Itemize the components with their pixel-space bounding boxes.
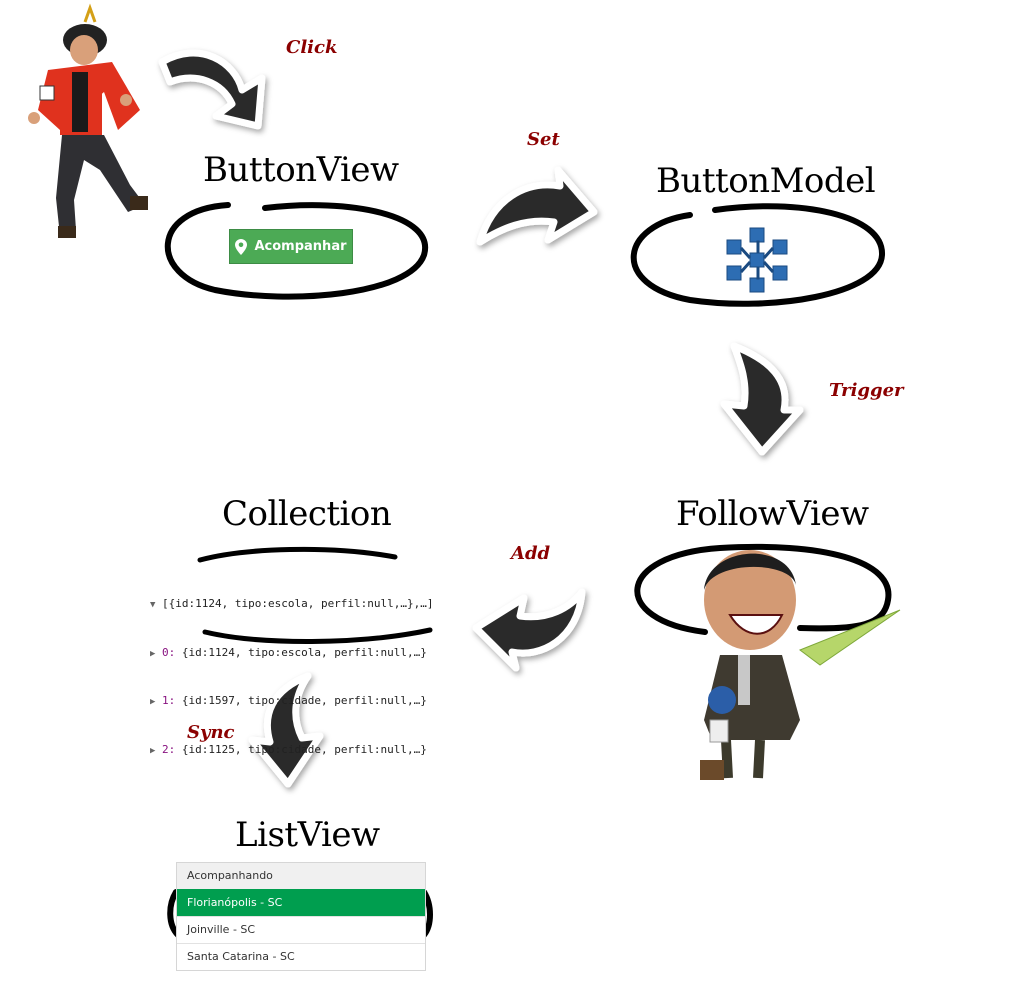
button-view-title: ButtonView xyxy=(203,150,399,190)
console-item-value: {id:1597, tipo:cidade, perfil:null,…} xyxy=(181,694,427,707)
click-label: Click xyxy=(286,37,338,58)
button-model-ellipse xyxy=(630,203,886,307)
console-item-row[interactable]: ▶ 2: {id:1125, tipo:cidade, perfil:null,…… xyxy=(150,742,434,760)
console-summary-row[interactable]: ▼ [{id:1124, tipo:escola, perfil:null,…},… xyxy=(150,596,434,614)
button-model-title: ButtonModel xyxy=(656,161,876,201)
follow-button-label: Acompanhar xyxy=(254,239,347,254)
collection-ellipse xyxy=(197,546,433,644)
list-item[interactable]: Santa Catarina - SC xyxy=(177,943,425,970)
console-item-key: 2: xyxy=(162,742,176,756)
snowflake-molecule-icon xyxy=(726,227,788,293)
map-pin-icon xyxy=(235,238,248,255)
list-view-title: ListView xyxy=(235,815,380,855)
set-arrow xyxy=(476,166,598,246)
trigger-arrow xyxy=(720,342,804,456)
expand-triangle-icon: ▶ xyxy=(150,648,156,659)
caricature-figure-illustration xyxy=(700,550,901,780)
console-item-key: 1: xyxy=(162,694,176,707)
console-item-key: 0: xyxy=(162,645,176,659)
set-label: Set xyxy=(527,129,560,150)
console-item-value: {id:1124, tipo:escola, perfil:null,…} xyxy=(181,645,427,659)
button-view-ellipse xyxy=(164,202,429,300)
collection-title: Collection xyxy=(222,494,392,534)
list-item[interactable]: Joinville - SC xyxy=(177,916,425,943)
follow-list: Acompanhando Florianópolis - SC Joinvill… xyxy=(176,862,426,971)
collapse-triangle-icon: ▼ xyxy=(150,600,156,610)
list-item[interactable]: Florianópolis - SC xyxy=(177,889,425,916)
follow-button[interactable]: Acompanhar xyxy=(229,229,353,264)
add-label: Add xyxy=(511,543,551,564)
click-arrow xyxy=(158,49,266,130)
sync-arrow xyxy=(248,672,324,788)
sync-label: Sync xyxy=(187,722,235,743)
follow-view-title: FollowView xyxy=(676,494,869,534)
collection-console: ▼ [{id:1124, tipo:escola, perfil:null,…},… xyxy=(150,565,434,775)
console-item-row[interactable]: ▶ 1: {id:1597, tipo:cidade, perfil:null,…… xyxy=(150,693,434,711)
expand-triangle-icon: ▶ xyxy=(150,745,156,756)
console-summary: [{id:1124, tipo:escola, perfil:null,…},…… xyxy=(162,597,434,610)
list-header: Acompanhando xyxy=(177,863,425,889)
jumping-man-illustration xyxy=(28,3,148,238)
console-item-value: {id:1125, tipo:cidade, perfil:null,…} xyxy=(181,742,427,756)
add-arrow xyxy=(472,588,586,672)
console-item-row[interactable]: ▶ 0: {id:1124, tipo:escola, perfil:null,…… xyxy=(150,645,434,663)
expand-triangle-icon: ▶ xyxy=(150,697,156,707)
trigger-label: Trigger xyxy=(829,380,904,401)
